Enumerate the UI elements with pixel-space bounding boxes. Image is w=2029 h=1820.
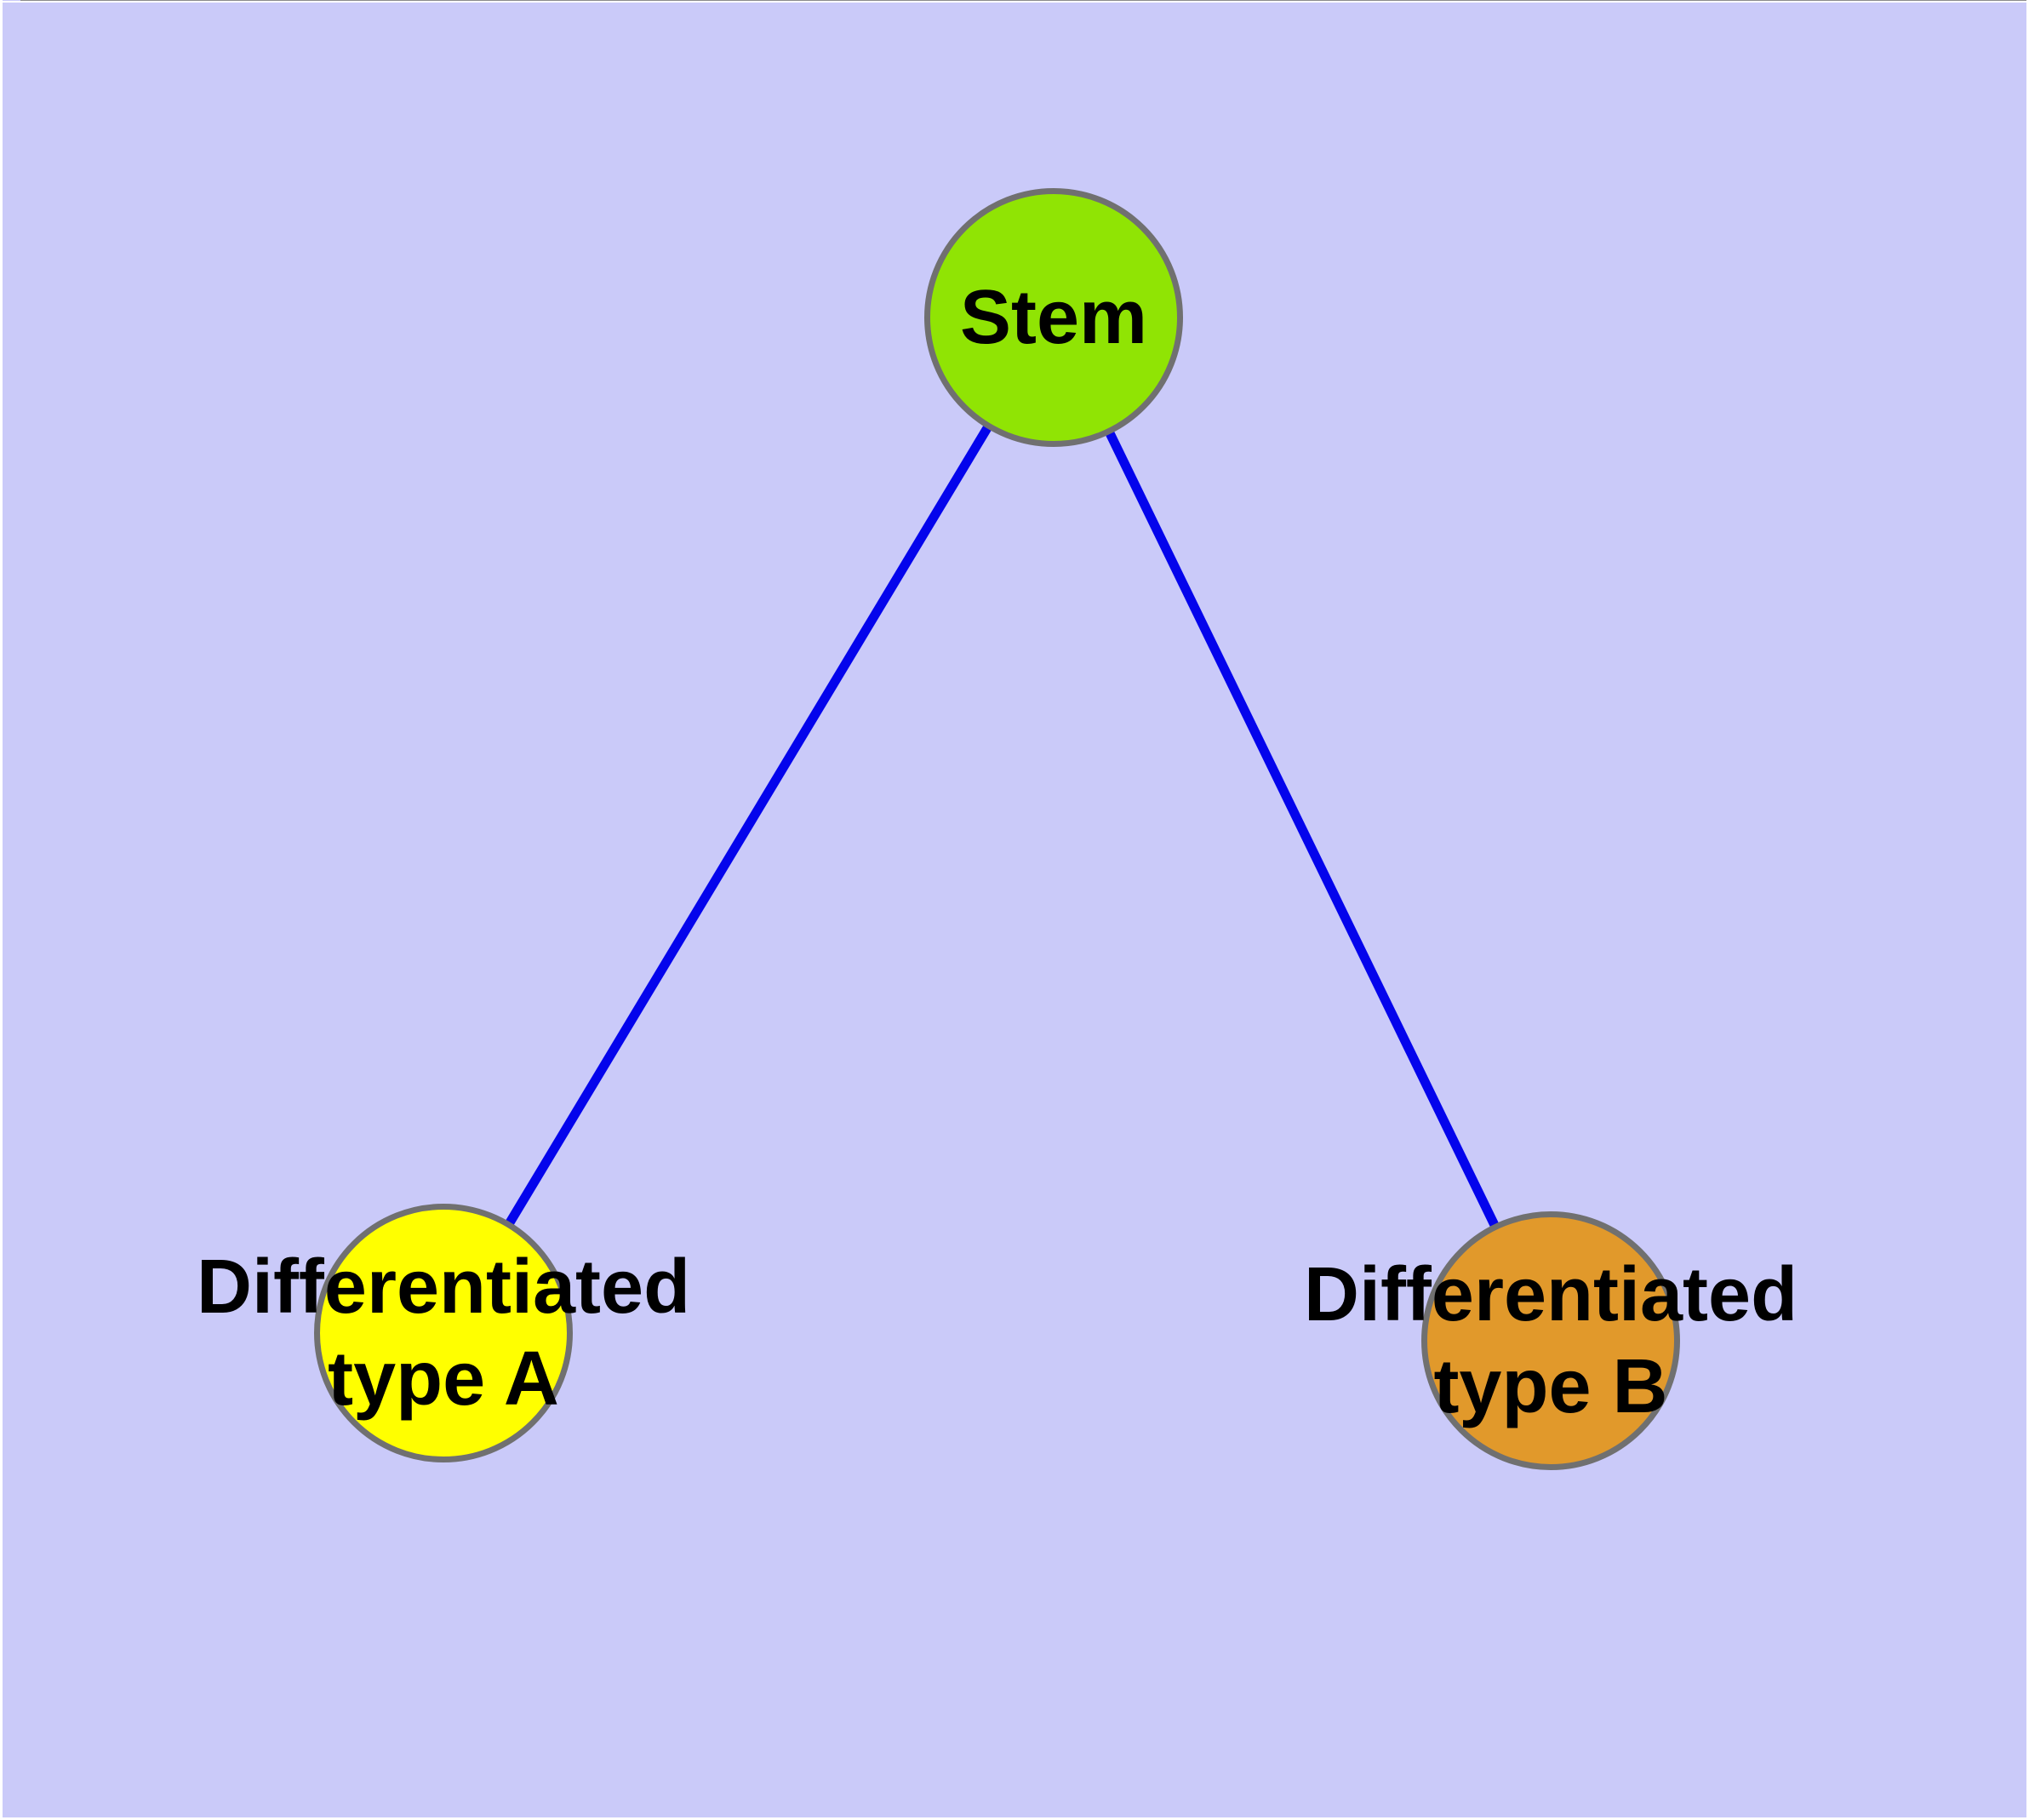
edge-stem-to-type-a (439, 315, 1058, 1336)
node-differentiated-type-b (1421, 1211, 1680, 1470)
edge-stem-to-type-b (1049, 315, 1555, 1343)
node-stem-label: Stem (959, 275, 1148, 360)
node-differentiated-type-a-label: Differentiated type A (196, 1245, 691, 1422)
node-differentiated-type-a (314, 1204, 573, 1462)
node-differentiated-type-b-label: Differentiated type B (1303, 1252, 1798, 1429)
node-stem (924, 188, 1183, 447)
